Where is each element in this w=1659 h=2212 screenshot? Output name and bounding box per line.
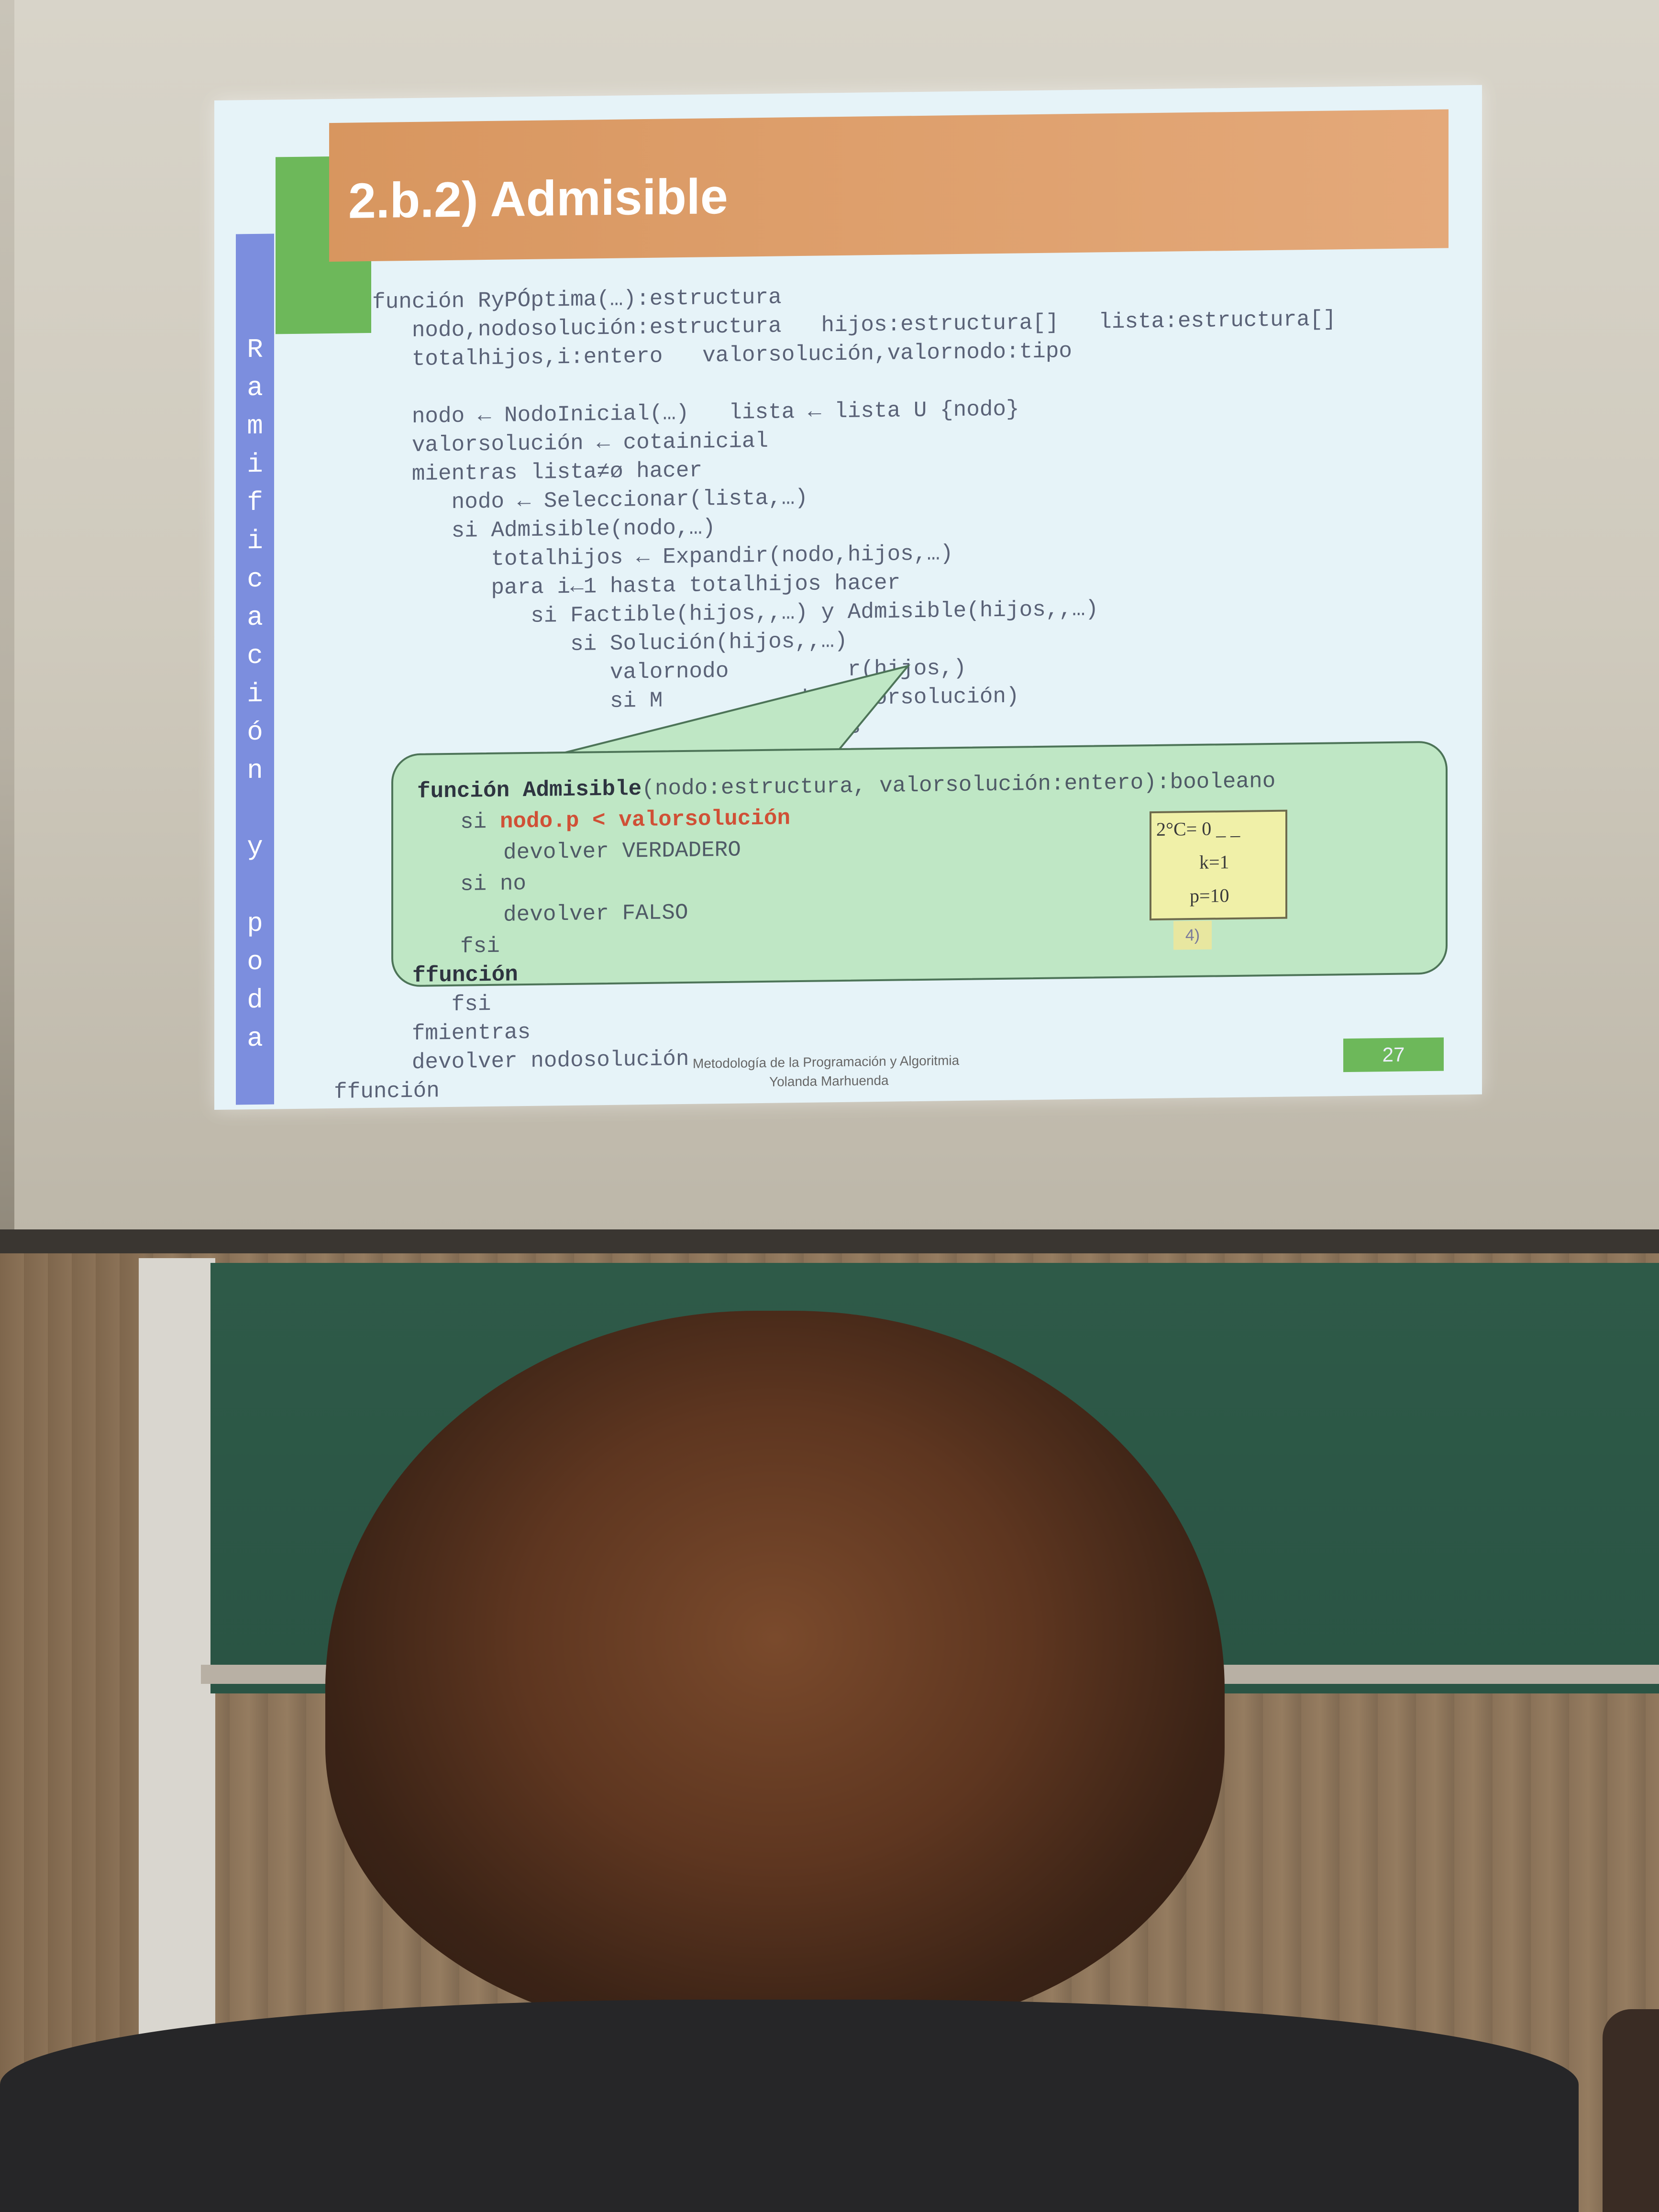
admisible-callout: función Admisible(nodo:estructura, valor…	[391, 741, 1448, 988]
callout-line: ffunción	[412, 962, 518, 988]
node-tag: 4)	[1173, 920, 1212, 950]
node-p: p=10	[1190, 885, 1229, 907]
projected-slide: 2.b.2) Admisible R a m i f i c a c i ó n…	[214, 85, 1482, 1110]
callout-line: si no	[460, 871, 527, 897]
other-person	[1603, 2009, 1659, 2212]
person-hair	[325, 1311, 1225, 2038]
callout-signature: (nodo:estructura, valorsolución:entero):…	[641, 768, 1276, 802]
callout-keyword: función Admisible	[417, 776, 642, 804]
callout-si: si	[460, 809, 500, 835]
callout-line: si nodo.p < valorsolución	[460, 806, 790, 834]
person-shirt	[0, 2000, 1579, 2212]
callout-condition: nodo.p < valorsolución	[499, 806, 791, 834]
node-state-box: 2°C= 0 _ _ k=1 p=10	[1150, 809, 1287, 921]
footer-course: Metodología de la Programación y Algorit…	[693, 1052, 960, 1071]
callout-line: devolver FALSO	[503, 900, 688, 928]
callout-line: función Admisible(nodo:estructura, valor…	[417, 769, 1275, 804]
board-frame	[139, 1258, 215, 2119]
callout-line: devolver VERDADERO	[503, 837, 741, 865]
page-number: 27	[1343, 1037, 1444, 1073]
node-c: 2°C= 0 _ _	[1156, 817, 1240, 840]
footer-author: Yolanda Marhuenda	[769, 1073, 889, 1089]
node-k: k=1	[1199, 851, 1229, 873]
callout-line: fsi	[460, 933, 500, 959]
